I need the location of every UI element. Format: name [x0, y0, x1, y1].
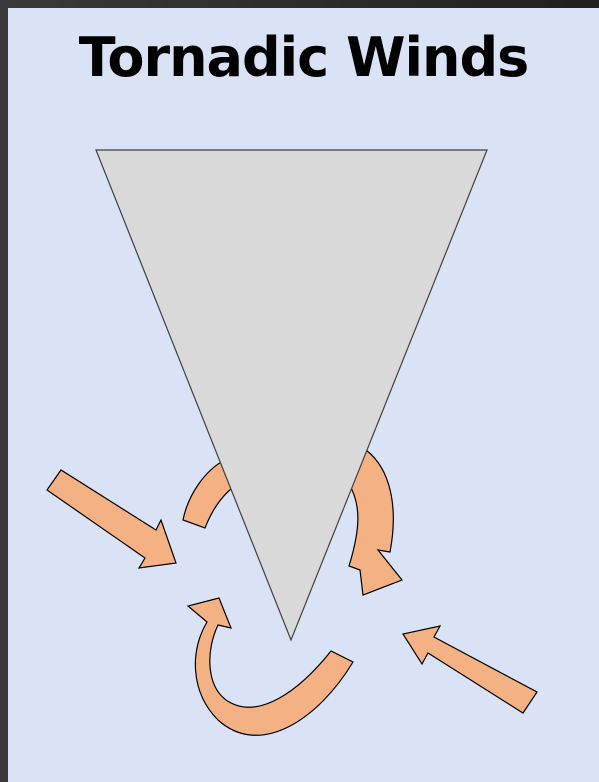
inflow-arrow-right-icon [403, 626, 537, 713]
rotation-arrow-bottom [188, 598, 353, 735]
inflow-arrow-left-icon [47, 470, 176, 568]
funnel-cloud-shape [96, 150, 487, 640]
